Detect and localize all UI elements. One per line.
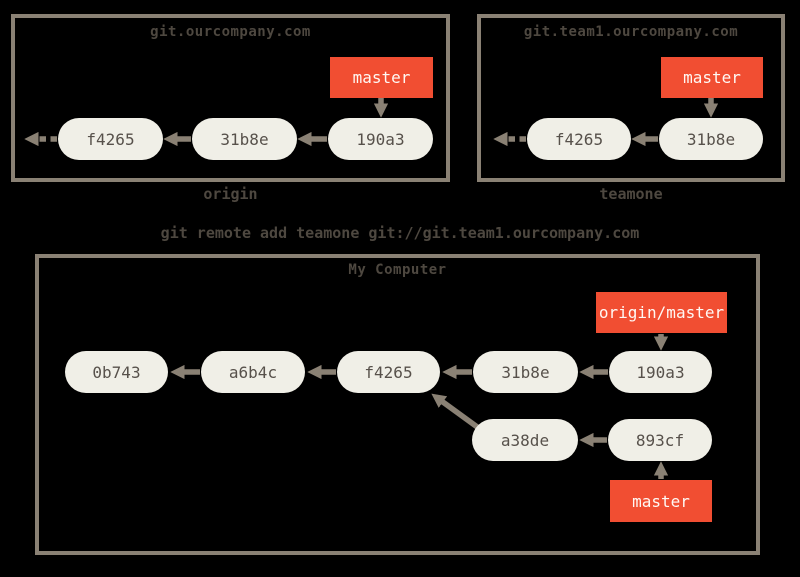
branch-label-master-local: master — [610, 480, 712, 522]
commit-node-31b8e-local: 31b8e — [473, 351, 578, 393]
arrow-a38de-to-f4265 — [431, 393, 482, 432]
commit-node-f4265-teamone: f4265 — [527, 118, 631, 160]
commit-hash: 0b743 — [92, 362, 141, 382]
branch-label-master-origin: master — [330, 57, 433, 98]
commit-node-a38de: a38de — [472, 419, 578, 461]
commit-hash: 31b8e — [686, 129, 736, 149]
commit-hash: a38de — [500, 430, 550, 450]
remote-name-teamone: teamone — [599, 185, 663, 203]
commit-hash: 190a3 — [636, 362, 685, 382]
branch-label-text: master — [683, 68, 741, 87]
git-command-text: git remote add teamone git://git.team1.o… — [160, 224, 640, 242]
commit-hash: f4265 — [554, 129, 604, 149]
commit-hash: 190a3 — [356, 129, 405, 149]
commit-hash: 31b8e — [220, 129, 269, 149]
remote-name-origin: origin — [203, 185, 258, 203]
commit-hash: 893cf — [635, 430, 685, 450]
remote-box-origin-title: git.ourcompany.com — [150, 24, 311, 40]
branch-label-origin-master: origin/master — [596, 292, 727, 333]
commit-node-f4265-local: f4265 — [337, 351, 440, 393]
remote-box-teamone: git.team1.ourcompany.com — [477, 14, 785, 182]
commit-node-893cf: 893cf — [608, 419, 712, 461]
commit-node-31b8e-origin: 31b8e — [192, 118, 297, 160]
commit-node-0b743: 0b743 — [65, 351, 168, 393]
branch-label-master-teamone: master — [661, 57, 763, 98]
commit-hash: f4265 — [364, 362, 413, 382]
commit-node-31b8e-teamone: 31b8e — [659, 118, 763, 160]
remote-box-teamone-title: git.team1.ourcompany.com — [523, 24, 739, 40]
commit-node-190a3-local: 190a3 — [609, 351, 712, 393]
branch-label-text: master — [632, 491, 690, 511]
branch-label-text: origin/master — [598, 303, 725, 322]
branch-label-text: master — [352, 68, 411, 87]
commit-hash: 31b8e — [501, 362, 550, 382]
commit-hash: f4265 — [86, 129, 135, 149]
local-box-my-computer: My Computer — [35, 254, 760, 555]
local-box-title: My Computer — [348, 262, 447, 278]
remote-box-origin: git.ourcompany.com — [11, 14, 450, 182]
commit-node-190a3-origin: 190a3 — [328, 118, 433, 160]
commit-node-f4265-origin: f4265 — [58, 118, 163, 160]
commit-node-a6b4c: a6b4c — [201, 351, 305, 393]
commit-hash: a6b4c — [228, 362, 278, 382]
